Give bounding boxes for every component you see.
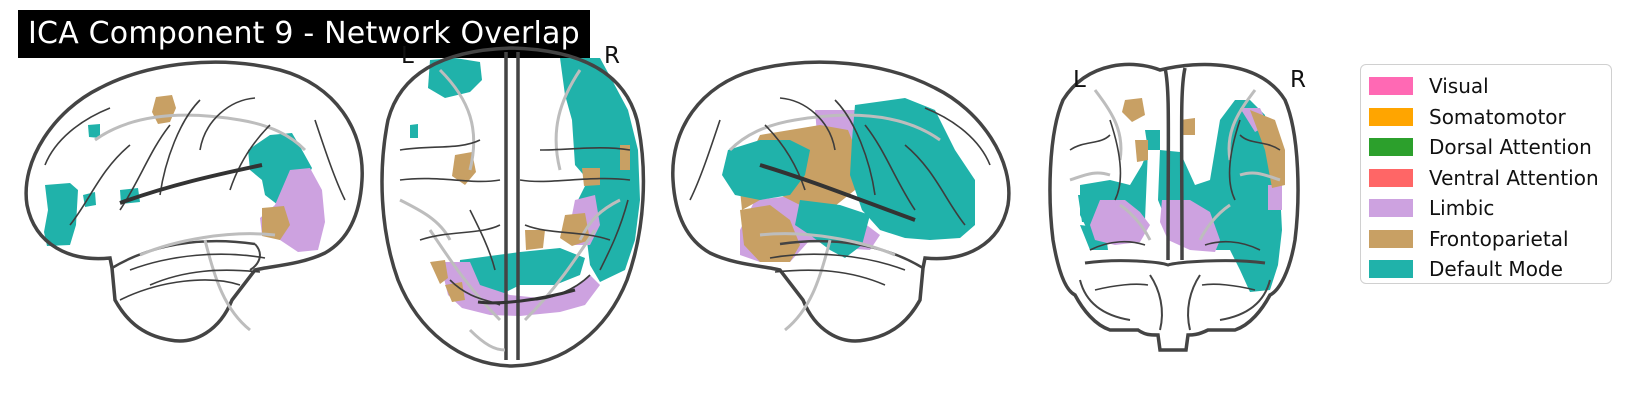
legend-swatch xyxy=(1369,138,1413,157)
figure-title: ICA Component 9 - Network Overlap xyxy=(18,10,590,58)
sagittal-left-view xyxy=(24,60,364,343)
axial-right-label: R xyxy=(604,43,620,69)
legend-label: Visual xyxy=(1429,74,1489,99)
legend-label: Limbic xyxy=(1429,196,1495,221)
legend-item-frontoparietal: Frontoparietal xyxy=(1367,224,1611,255)
brain-outline-axial xyxy=(380,46,646,368)
axial-view: L R xyxy=(380,43,646,368)
overlay-frontoparietal-coronal xyxy=(1122,98,1285,188)
brain-outline-left-sagittal xyxy=(24,60,364,343)
legend-swatch xyxy=(1369,199,1413,218)
legend-label: Ventral Attention xyxy=(1429,165,1599,190)
legend-swatch xyxy=(1369,168,1413,187)
legend-swatch xyxy=(1369,107,1413,126)
legend-item-limbic: Limbic xyxy=(1367,193,1611,224)
legend-swatch xyxy=(1369,229,1413,248)
legend-label: Somatomotor xyxy=(1429,104,1566,129)
legend-label: Default Mode xyxy=(1429,257,1563,282)
brain-outline-right-sagittal xyxy=(671,60,1011,343)
legend-item-ventral-attention: Ventral Attention xyxy=(1367,163,1611,194)
legend-swatch xyxy=(1369,77,1413,96)
legend-swatch xyxy=(1369,260,1413,279)
legend-item-visual: Visual xyxy=(1367,71,1611,102)
coronal-left-label: L xyxy=(1073,67,1086,93)
network-legend: Visual Somatomotor Dorsal Attention Vent… xyxy=(1360,64,1612,284)
legend-label: Dorsal Attention xyxy=(1429,135,1592,160)
legend-item-somatomotor: Somatomotor xyxy=(1367,102,1611,133)
coronal-right-label: R xyxy=(1290,67,1306,93)
legend-item-dorsal-attention: Dorsal Attention xyxy=(1367,132,1611,163)
legend-item-default-mode: Default Mode xyxy=(1367,254,1611,285)
overlay-default-mode-left-sagittal xyxy=(44,124,312,246)
coronal-view: L R xyxy=(1048,62,1306,352)
legend-label: Frontoparietal xyxy=(1429,226,1569,251)
sagittal-right-view xyxy=(671,60,1011,343)
axial-left-label: L xyxy=(401,43,414,69)
brain-outline-coronal xyxy=(1048,62,1300,352)
